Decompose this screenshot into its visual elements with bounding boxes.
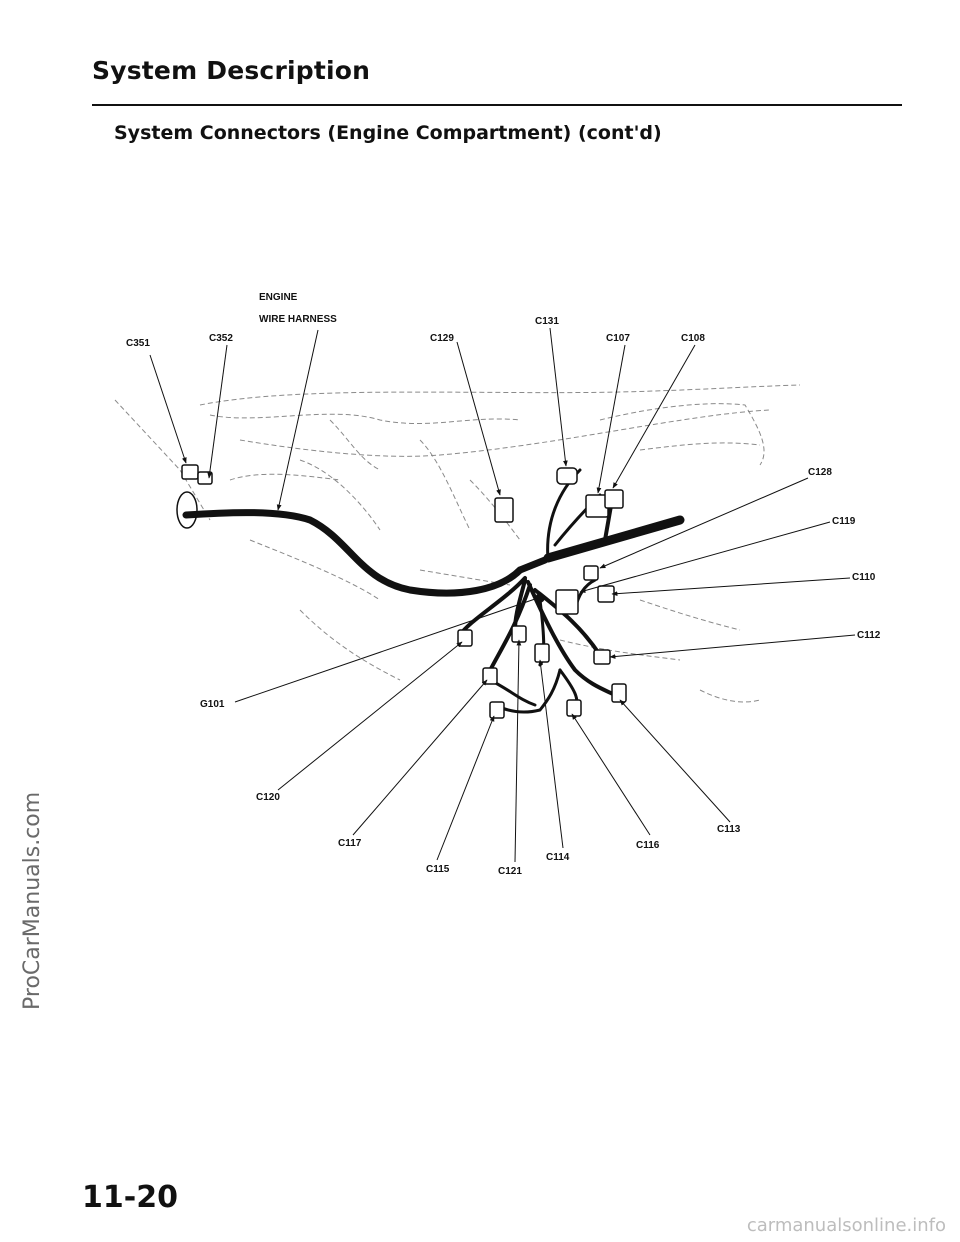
connector-labels: ENGINE WIRE HARNESS C351 C352 C129 C131 …	[126, 292, 881, 877]
label-c120: C120	[256, 792, 280, 803]
label-c110: C110	[852, 572, 876, 583]
label-c108: C108	[681, 333, 705, 344]
label-c113: C113	[717, 824, 741, 835]
label-c121: C121	[498, 866, 522, 877]
label-c116: C116	[636, 840, 660, 851]
label-c114: C114	[546, 852, 570, 863]
label-c351: C351	[126, 338, 150, 349]
label-c128: C128	[808, 467, 832, 478]
label-c129: C129	[430, 333, 454, 344]
page-number: 11-20	[82, 1180, 178, 1215]
section-subtitle: System Connectors (Engine Compartment) (…	[114, 122, 662, 144]
page-title: System Description	[92, 56, 371, 85]
label-c112: C112	[857, 630, 881, 641]
label-c119: C119	[832, 516, 856, 527]
leader-lines	[149, 327, 856, 863]
footer-watermark: carmanualsonline.info	[746, 1215, 946, 1236]
label-c131: C131	[535, 316, 559, 327]
engine-outline-sketch	[114, 384, 801, 703]
label-c107: C107	[606, 333, 630, 344]
title-divider	[92, 104, 902, 106]
label-c115: C115	[426, 864, 450, 875]
harness-label-line1: ENGINE	[259, 292, 298, 303]
label-c117: C117	[338, 838, 362, 849]
label-c352: C352	[209, 333, 233, 344]
label-g101: G101	[200, 699, 225, 710]
harness-label-line2: WIRE HARNESS	[259, 314, 337, 325]
